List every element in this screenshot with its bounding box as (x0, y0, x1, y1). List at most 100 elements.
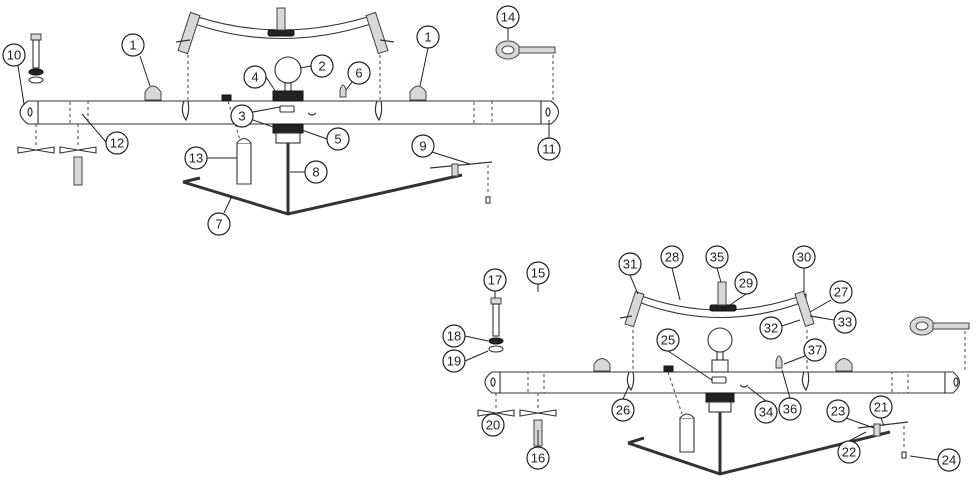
callout-16: 16 (526, 446, 550, 470)
callout-label: 20 (486, 418, 500, 433)
callout-label: 17 (488, 273, 502, 288)
callout-1: 1 (416, 25, 440, 49)
callout-26: 26 (611, 398, 635, 422)
callout-3: 3 (230, 104, 254, 128)
callout-28: 28 (660, 245, 684, 269)
callout-label: 18 (447, 329, 461, 344)
callout-12: 12 (105, 131, 129, 155)
saddle-clamp-right (409, 85, 427, 101)
ball-knob (274, 56, 302, 84)
callout-label: 34 (759, 405, 773, 420)
callout-15: 15 (526, 261, 550, 285)
callout-label: 37 (808, 343, 822, 358)
callout-14: 14 (496, 5, 520, 29)
callout-2: 2 (310, 54, 334, 78)
callout-11: 11 (537, 137, 561, 161)
callout-label: 13 (189, 151, 203, 166)
bracket-left (177, 11, 201, 55)
callout-label: 2 (318, 59, 325, 74)
callout-label: 10 (7, 48, 21, 63)
bolt-shank (32, 39, 40, 69)
callout-label: 29 (739, 276, 753, 291)
callout-19: 19 (442, 349, 466, 373)
callout-4: 4 (243, 65, 267, 89)
callout-label: 15 (531, 266, 545, 281)
o-ring (28, 68, 44, 76)
callout-bubbles: 1123456789101112131415161718192021222324… (2, 5, 961, 472)
callout-30: 30 (792, 245, 816, 269)
callout-label: 4 (251, 70, 258, 85)
assembly-top (17, 7, 560, 216)
callout-label: 19 (447, 354, 461, 369)
foot-bolt (73, 156, 83, 186)
callout-label: 7 (215, 217, 222, 232)
callout-label: 1 (424, 30, 431, 45)
curved-bar-clamp (267, 29, 295, 37)
top-clip (221, 94, 232, 101)
callout-33: 33 (833, 310, 857, 334)
callout-18: 18 (442, 324, 466, 348)
callout-label: 30 (797, 250, 811, 265)
hub-collar-top (272, 90, 304, 102)
callout-22: 22 (837, 440, 861, 464)
end-cap-left (19, 100, 39, 125)
callout-label: 9 (419, 139, 426, 154)
callout-label: 14 (501, 10, 515, 25)
callout-label: 36 (783, 402, 797, 417)
callout-25: 25 (656, 328, 680, 352)
callout-34: 34 (754, 400, 778, 424)
callout-label: 1 (129, 38, 136, 53)
callout-37: 37 (803, 338, 827, 362)
callout-label: 23 (831, 404, 845, 419)
callout-label: 21 (874, 400, 888, 415)
leader-lines (17, 28, 939, 461)
callout-9: 9 (411, 134, 435, 158)
callout-29: 29 (734, 271, 758, 295)
callout-label: 11 (542, 142, 556, 157)
callout-13: 13 (184, 146, 208, 170)
callout-35: 35 (705, 245, 729, 269)
callout-label: 24 (942, 453, 956, 468)
assembly-bottom (477, 281, 970, 476)
callout-label: 25 (661, 333, 675, 348)
callout-7: 7 (207, 212, 231, 236)
callout-20: 20 (481, 413, 505, 437)
callout-label: 26 (616, 403, 630, 418)
callout-36: 36 (778, 397, 802, 421)
callout-10: 10 (2, 43, 26, 67)
callout-31: 31 (618, 252, 642, 276)
callout-6: 6 (347, 61, 371, 85)
callout-5: 5 (326, 127, 350, 151)
callout-label: 27 (834, 285, 848, 300)
callout-label: 32 (764, 321, 778, 336)
callout-label: 33 (838, 315, 852, 330)
foot-pad-right (59, 146, 97, 154)
callout-8: 8 (304, 160, 328, 184)
callout-27: 27 (829, 280, 853, 304)
saddle-clamp-left (144, 85, 162, 101)
callout-23: 23 (826, 399, 850, 423)
bracket-right (365, 11, 389, 55)
washer (28, 76, 44, 84)
legs (182, 173, 463, 216)
small-eyebolt (339, 84, 347, 98)
callout-label: 6 (355, 66, 362, 81)
callout-label: 12 (110, 136, 124, 151)
curved-bar-knob (276, 7, 286, 31)
callout-label: 3 (238, 109, 245, 124)
callout-32: 32 (759, 316, 783, 340)
callout-label: 5 (334, 132, 341, 147)
callout-label: 8 (312, 165, 319, 180)
callout-21: 21 (869, 395, 893, 419)
callout-label: 35 (710, 250, 724, 265)
callout-label: 16 (531, 451, 545, 466)
callout-1: 1 (121, 33, 145, 57)
callout-label: 28 (665, 250, 679, 265)
callout-24: 24 (937, 448, 961, 472)
callout-label: 22 (842, 445, 856, 460)
bolt-head (30, 33, 42, 41)
hub-collar-bottom (272, 123, 304, 134)
callout-label: 31 (623, 257, 637, 272)
drop-bracket (236, 142, 252, 185)
